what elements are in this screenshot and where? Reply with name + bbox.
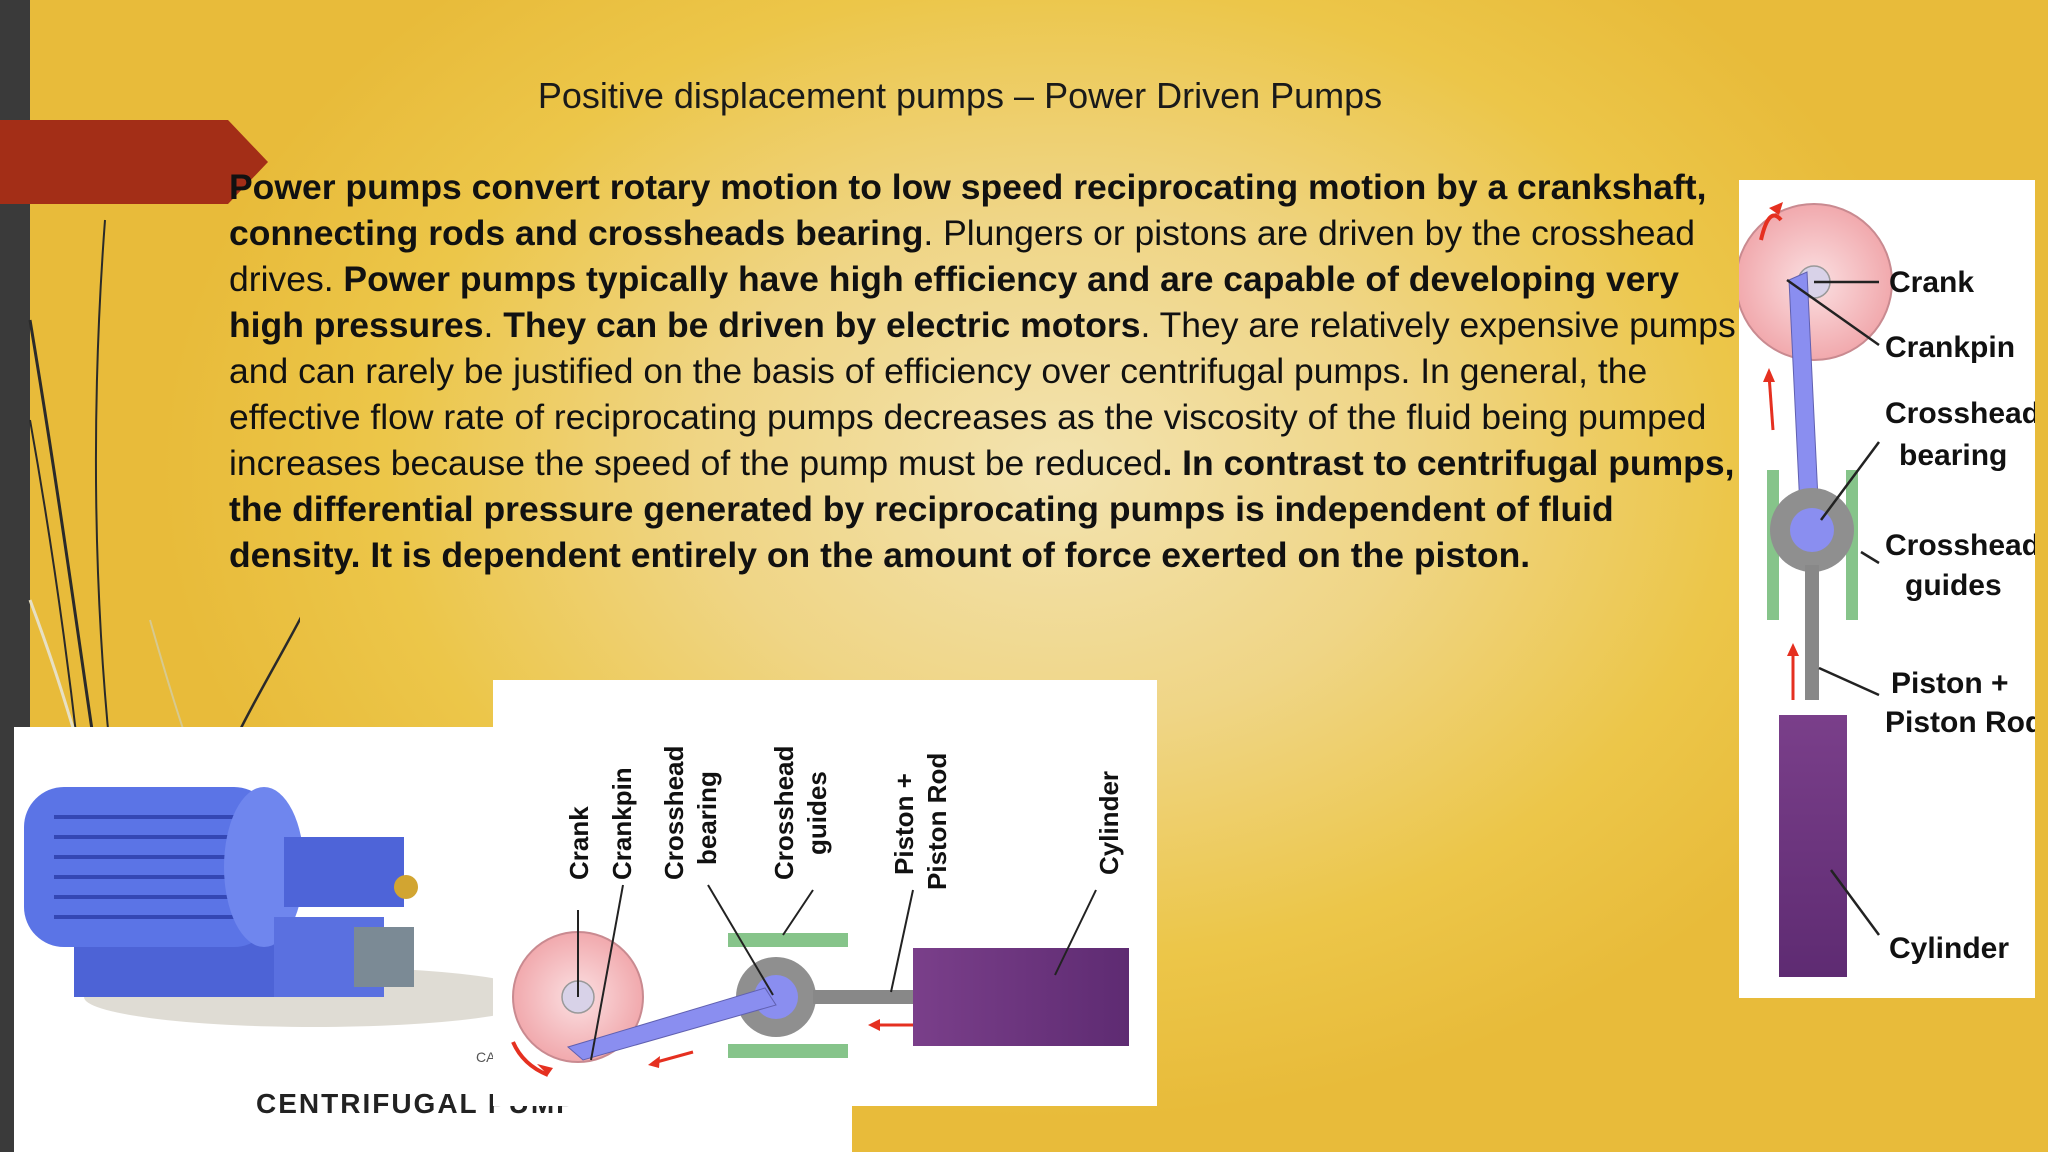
v-label-piston-1: Piston + [1891, 667, 2009, 700]
v-label-crosshead-guides-1: Crosshead [1885, 529, 2035, 562]
body-bold-4: . In contrast to centrifugal pumps, the … [229, 443, 1735, 575]
h-label-cylinder: Cylinder [1094, 771, 1124, 875]
body-bold-3: They can be driven by electric motors [503, 305, 1141, 345]
h-label-crosshead-bearing-1: Crosshead [659, 746, 689, 880]
red-accent-flag [0, 120, 268, 204]
h-label-crosshead-bearing-2: bearing [692, 771, 722, 865]
body-text-3: . They are relatively expensive pumps an… [229, 305, 1736, 483]
v-label-crank: Crank [1889, 266, 1974, 299]
v-label-crosshead-bearing-1: Crosshead [1885, 397, 2035, 430]
v-label-crankpin: Crankpin [1885, 331, 2015, 364]
decorative-lines [28, 219, 300, 751]
body-text-1: . Plungers or pistons are driven by the … [229, 213, 1695, 299]
v-label-crosshead-bearing-2: bearing [1899, 439, 2007, 472]
pump-illustration: CA [24, 787, 544, 1065]
pump-small-mark: CA [476, 1049, 496, 1065]
body-bold-1: Power pumps convert rotary motion to low… [229, 167, 1707, 253]
reciprocating-diagram-vertical: Crank Crankpin Crosshead bearing Crosshe… [1735, 180, 2043, 998]
h-label-crosshead-guides-1: Crosshead [769, 746, 799, 880]
h-label-crosshead-guides-2: guides [802, 771, 832, 855]
v-label-crosshead-guides-2: guides [1905, 569, 2002, 602]
slide-title: Positive displacement pumps – Power Driv… [537, 75, 1383, 116]
body-paragraph: Power pumps convert rotary motion to low… [229, 164, 1739, 578]
v-label-cylinder: Cylinder [1889, 932, 2009, 965]
body-text-2: . [483, 305, 504, 345]
h-label-crankpin: Crankpin [607, 767, 637, 880]
reciprocating-diagram-horizontal: Crank Crankpin Crosshead bearing Crosshe… [493, 680, 1157, 1106]
h-label-crank: Crank [564, 806, 594, 880]
h-label-piston-1: Piston + [889, 773, 919, 875]
h-label-piston-2: Piston Rod [922, 753, 952, 890]
v-label-piston-2: Piston Rod [1885, 706, 2035, 739]
body-bold-2: Power pumps typically have high efficien… [229, 259, 1680, 345]
